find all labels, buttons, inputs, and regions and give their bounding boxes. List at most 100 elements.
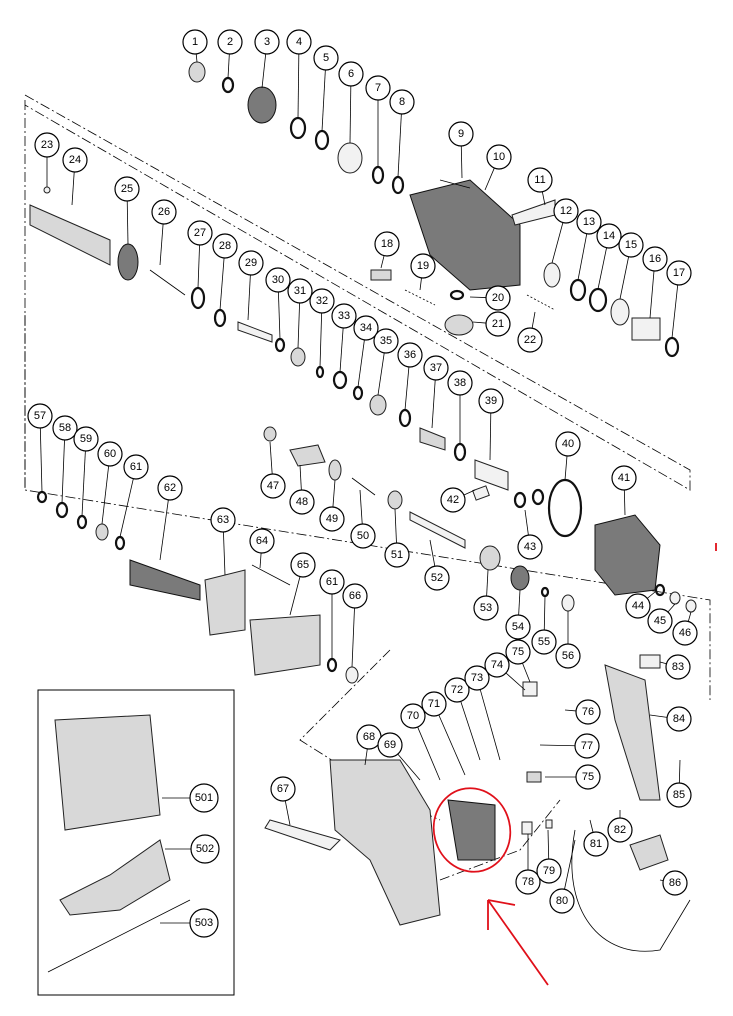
callout-circle (625, 593, 651, 619)
callout-number: 55 (538, 636, 550, 648)
red-annotation (432, 543, 717, 986)
callout-number: 66 (349, 590, 361, 602)
callout-503: 503 (160, 908, 219, 938)
callout-5: 5 (313, 45, 339, 132)
callout-circle (531, 629, 557, 655)
callout-circle (666, 260, 692, 286)
callout-number: 67 (277, 783, 289, 795)
callout-circle (515, 869, 541, 895)
callout-number: 9 (458, 128, 464, 140)
callout-leader (486, 569, 489, 597)
callout-circle (596, 223, 622, 249)
callout-29: 29 (238, 250, 264, 321)
callout-number: 6 (348, 68, 354, 80)
callout-number: 65 (297, 559, 309, 571)
callout-leader (223, 531, 226, 576)
callout-circle (114, 176, 140, 202)
callout-circle (238, 250, 264, 276)
callout-number: 47 (267, 480, 279, 492)
callout-leader (394, 508, 397, 544)
callout-leader (159, 499, 169, 561)
callout-leader (261, 53, 267, 89)
callout-circle (123, 454, 149, 480)
callout-number: 32 (316, 295, 328, 307)
callout-leader (469, 296, 487, 298)
callout-number: 84 (673, 713, 685, 725)
callout-leader (364, 748, 368, 766)
red-arrow-mark (487, 899, 549, 986)
callout-number: 86 (669, 877, 681, 889)
callout-circle (611, 465, 637, 491)
callout-73: 73 (464, 665, 501, 761)
callout-circle (97, 441, 123, 467)
callout-number: 503 (195, 917, 213, 929)
callout-63: 63 (210, 507, 236, 576)
callout-leader (659, 661, 667, 665)
callout-circle (517, 327, 543, 353)
callout-39: 39 (478, 388, 504, 461)
callout-46: 46 (672, 611, 698, 646)
callout-leader (357, 339, 365, 388)
callout-circle (440, 487, 466, 513)
callout-circle (647, 608, 673, 634)
callout-leader (564, 455, 568, 481)
callout-number: 35 (380, 335, 392, 347)
callout-82: 82 (607, 810, 633, 843)
callout-circle (189, 908, 219, 938)
callout-circle (642, 246, 668, 272)
callout-49: 49 (319, 479, 345, 532)
callout-number: 58 (59, 422, 71, 434)
callout-27: 27 (187, 220, 213, 289)
callout-number: 51 (391, 549, 403, 561)
callout-number: 43 (524, 541, 536, 553)
callout-number: 57 (34, 410, 46, 422)
callout-number: 37 (430, 362, 442, 374)
callout-53: 53 (473, 569, 499, 621)
callout-leader (431, 379, 436, 429)
callout-number: 33 (338, 310, 350, 322)
callout-circle (217, 29, 243, 55)
callout-44: 44 (625, 591, 656, 619)
callout-number: 82 (614, 824, 626, 836)
callout-leader (531, 311, 536, 329)
callout-leader (227, 53, 230, 79)
callout-leader (687, 611, 692, 622)
callout-circle (536, 858, 562, 884)
callout-circle (331, 303, 357, 329)
callout-circle (151, 199, 177, 225)
callout-circle (350, 523, 376, 549)
callout-56: 56 (555, 611, 581, 669)
callout-circle (517, 534, 543, 560)
callout-number: 5 (323, 52, 329, 64)
callout-number: 61 (326, 576, 338, 588)
callout-number: 7 (375, 82, 381, 94)
callout-circle (265, 267, 291, 293)
callout-6: 6 (338, 61, 364, 144)
callout-circle (447, 370, 473, 396)
callout-33: 33 (331, 303, 357, 373)
callout-leader (299, 464, 302, 491)
callout-leader (547, 829, 550, 860)
callout-leader (597, 247, 607, 290)
callout-circle (309, 288, 335, 314)
callout-61: 61 (119, 454, 149, 538)
callout-83: 83 (659, 654, 691, 680)
callout-circle (486, 144, 512, 170)
callout-number: 17 (673, 267, 685, 279)
callout-12: 12 (551, 198, 579, 264)
callout-leader (479, 689, 501, 761)
callout-circle (485, 285, 511, 311)
callout-leader (419, 277, 422, 291)
callout-47: 47 (260, 441, 286, 499)
callout-circle (287, 278, 313, 304)
callout-number: 10 (493, 151, 505, 163)
callout-number: 77 (581, 740, 593, 752)
callout-number: 41 (618, 472, 630, 484)
callout-22: 22 (517, 311, 543, 353)
callout-circle (270, 776, 296, 802)
callout-50: 50 (350, 489, 376, 549)
callout-leader (278, 291, 281, 340)
callout-502: 502 (165, 834, 220, 864)
callout-3: 3 (254, 29, 280, 89)
